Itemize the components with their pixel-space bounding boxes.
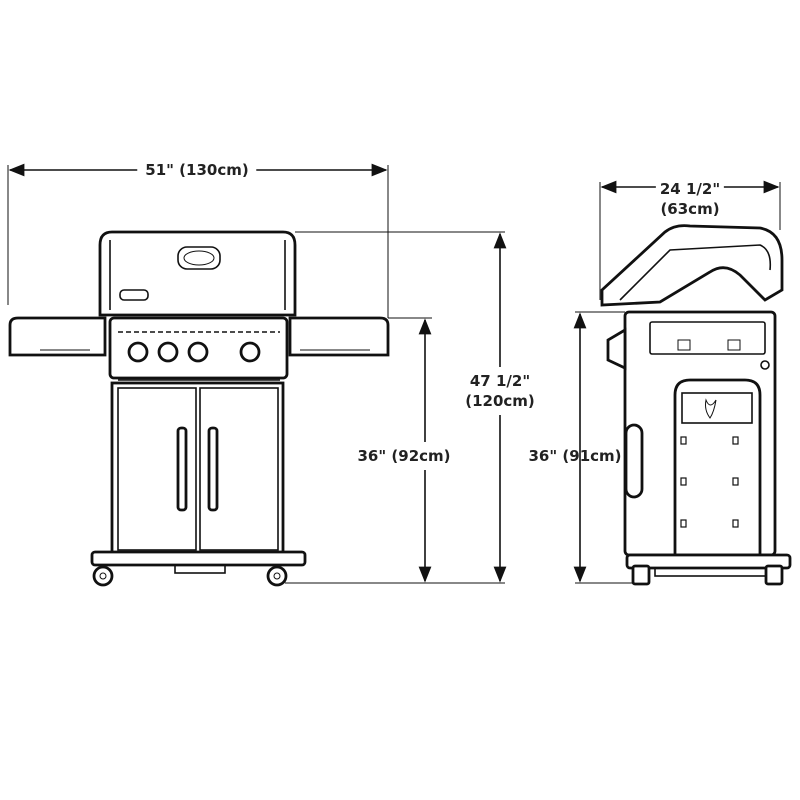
side-depth-label: 24 1/2" (63cm) (655, 179, 725, 219)
front-width-label: 51" (130cm) (137, 160, 257, 180)
side-depth-metric: (63cm) (660, 200, 720, 218)
side-depth-imperial: 24 1/2" (659, 180, 721, 198)
total-height-metric: (120cm) (465, 392, 535, 410)
side-view-grill (600, 224, 792, 586)
front-view-grill (8, 230, 390, 587)
flame-emblem-icon (705, 398, 717, 419)
lid-emblem (177, 246, 221, 270)
total-height-label: 47 1/2" (120cm) (465, 367, 535, 415)
front-shelf-height-label: 36" (92cm) (355, 442, 453, 470)
napoleon-logo (119, 289, 149, 301)
total-height-imperial: 47 1/2" (469, 372, 531, 390)
side-shelf-height-label: 36" (91cm) (528, 447, 622, 465)
